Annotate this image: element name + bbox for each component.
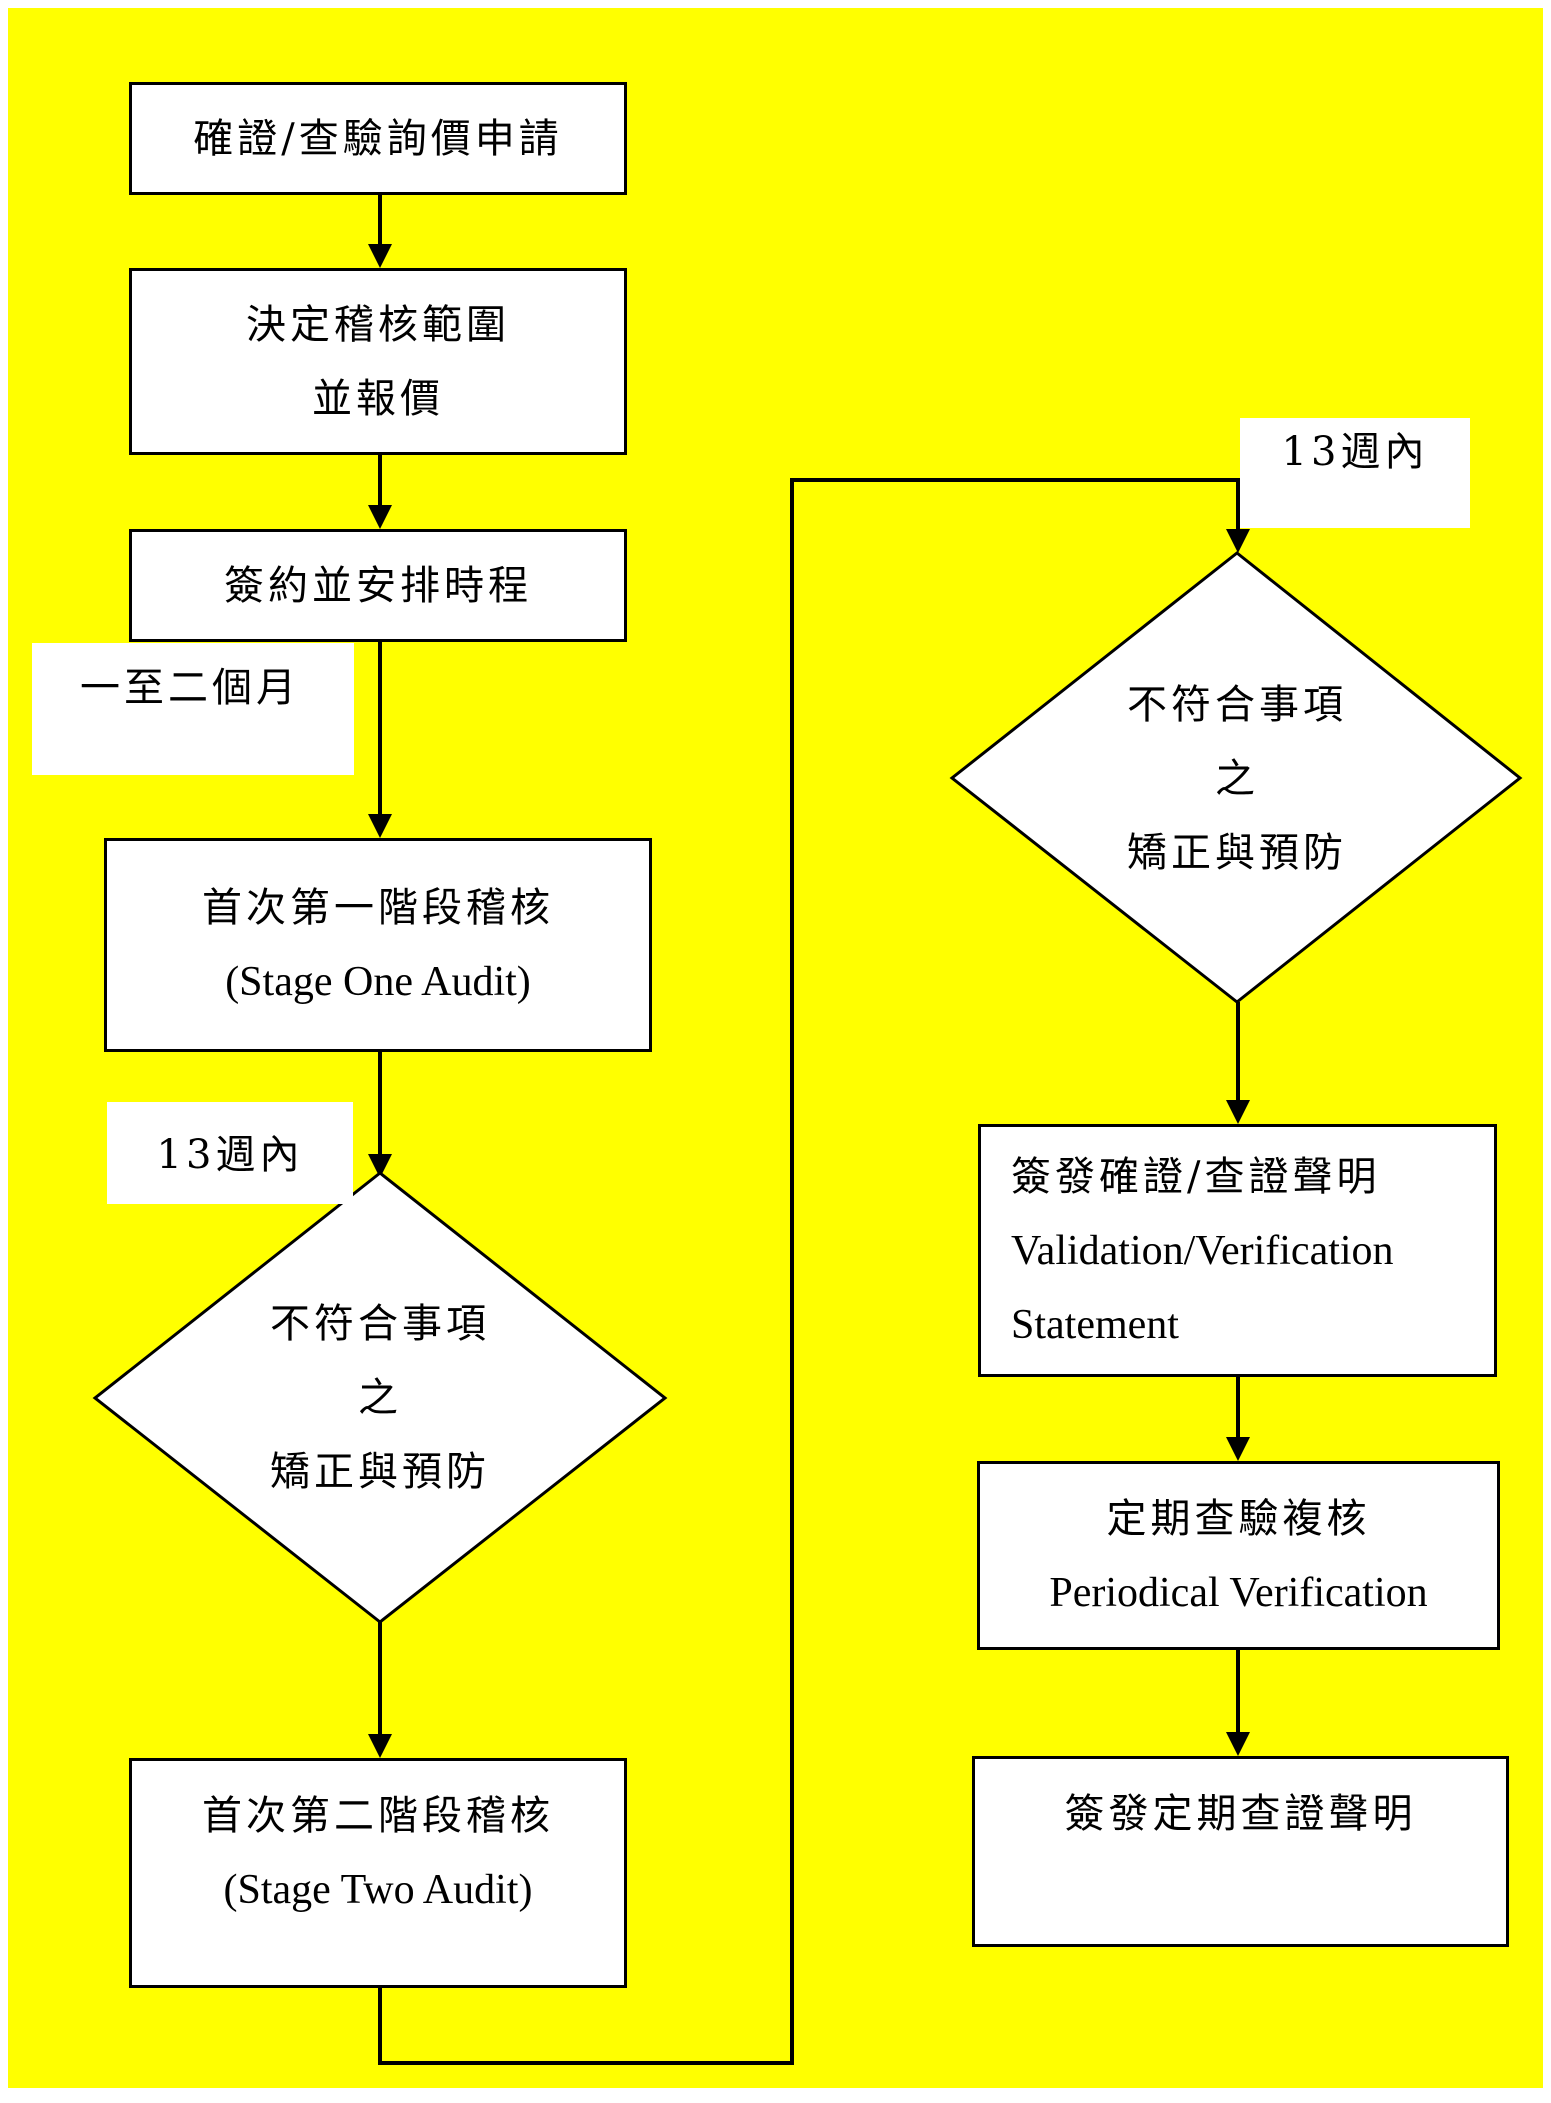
step-scope-label-1: 決定稽核範圍	[246, 301, 510, 348]
step-scope-label-2: 並報價	[312, 375, 444, 422]
arrowhead-decision-to-stage-two	[368, 1734, 392, 1758]
stage-two-zh-label: 首次第二階段稽核	[202, 1793, 554, 1839]
arrowhead-contract-to-stage-one	[368, 814, 392, 838]
decision-left-text: 不符合事項 之 矯正與預防	[200, 1285, 560, 1510]
decision-left-line-3: 矯正與預防	[270, 1448, 490, 1495]
note-one-to-two-months: 一至二個月	[32, 643, 354, 775]
step-contract: 簽約並安排時程	[129, 529, 627, 642]
step-issue-periodic-statement: 簽發定期查證聲明	[972, 1756, 1509, 1947]
step-stage-two-audit: 首次第二階段稽核 (Stage Two Audit)	[129, 1758, 627, 1988]
statement-en-label-2: Statement	[1011, 1301, 1179, 1348]
arrowhead-statement-to-periodic	[1226, 1437, 1250, 1461]
decision-left-line-2: 之	[358, 1374, 402, 1421]
loop-connector	[378, 478, 1240, 2065]
arrowhead-request-to-scope	[368, 244, 392, 268]
arrowhead-scope-to-contract	[368, 505, 392, 529]
decision-right-line-1: 不符合事項	[1127, 681, 1347, 728]
stage-two-en-label: (Stage Two Audit)	[223, 1867, 533, 1913]
stage-one-en-label: (Stage One Audit)	[225, 959, 531, 1005]
note-within-13-weeks-right: 13週內	[1240, 418, 1470, 528]
statement-zh-label: 簽發確證/查證聲明	[1011, 1153, 1381, 1200]
note-one-to-two-months-text: 一至二個月	[80, 665, 300, 711]
decision-right-line-2: 之	[1215, 755, 1259, 802]
arrowhead-periodic-to-issue	[1226, 1732, 1250, 1756]
step-periodic-verification: 定期查驗複核 Periodical Verification	[977, 1461, 1500, 1650]
decision-diamond-right	[949, 551, 1523, 1004]
arrowhead-decision-to-statement	[1226, 1100, 1250, 1124]
step-request-label: 確證/查驗詢價申請	[193, 115, 563, 162]
decision-right-text: 不符合事項 之 矯正與預防	[1057, 666, 1417, 891]
arrowhead-loop-to-decision	[1226, 529, 1250, 553]
periodic-en-label: Periodical Verification	[1049, 1569, 1428, 1616]
decision-right-line-3: 矯正與預防	[1127, 829, 1347, 876]
step-scope-quote: 決定稽核範圍 並報價	[129, 268, 627, 455]
periodic-zh-label: 定期查驗複核	[1106, 1495, 1371, 1542]
arrowhead-stage-one-to-decision	[368, 1154, 392, 1178]
step-contract-label: 簽約並安排時程	[224, 562, 532, 609]
note-within-13-weeks-left: 13週內	[107, 1102, 353, 1204]
stage-one-zh-label: 首次第一階段稽核	[202, 885, 554, 931]
note-within-13-weeks-right-text: 13週內	[1281, 429, 1429, 475]
decision-diamond-left	[92, 1171, 668, 1624]
step-stage-one-audit: 首次第一階段稽核 (Stage One Audit)	[104, 838, 652, 1052]
step-issue-statement: 簽發確證/查證聲明 Validation/Verification Statem…	[978, 1124, 1497, 1377]
decision-left-line-1: 不符合事項	[270, 1300, 490, 1347]
periodic-statement-label: 簽發定期查證聲明	[1064, 1791, 1417, 1837]
statement-en-label-1: Validation/Verification	[1011, 1227, 1394, 1274]
step-request: 確證/查驗詢價申請	[129, 82, 627, 195]
note-within-13-weeks-left-text: 13週內	[156, 1132, 304, 1178]
